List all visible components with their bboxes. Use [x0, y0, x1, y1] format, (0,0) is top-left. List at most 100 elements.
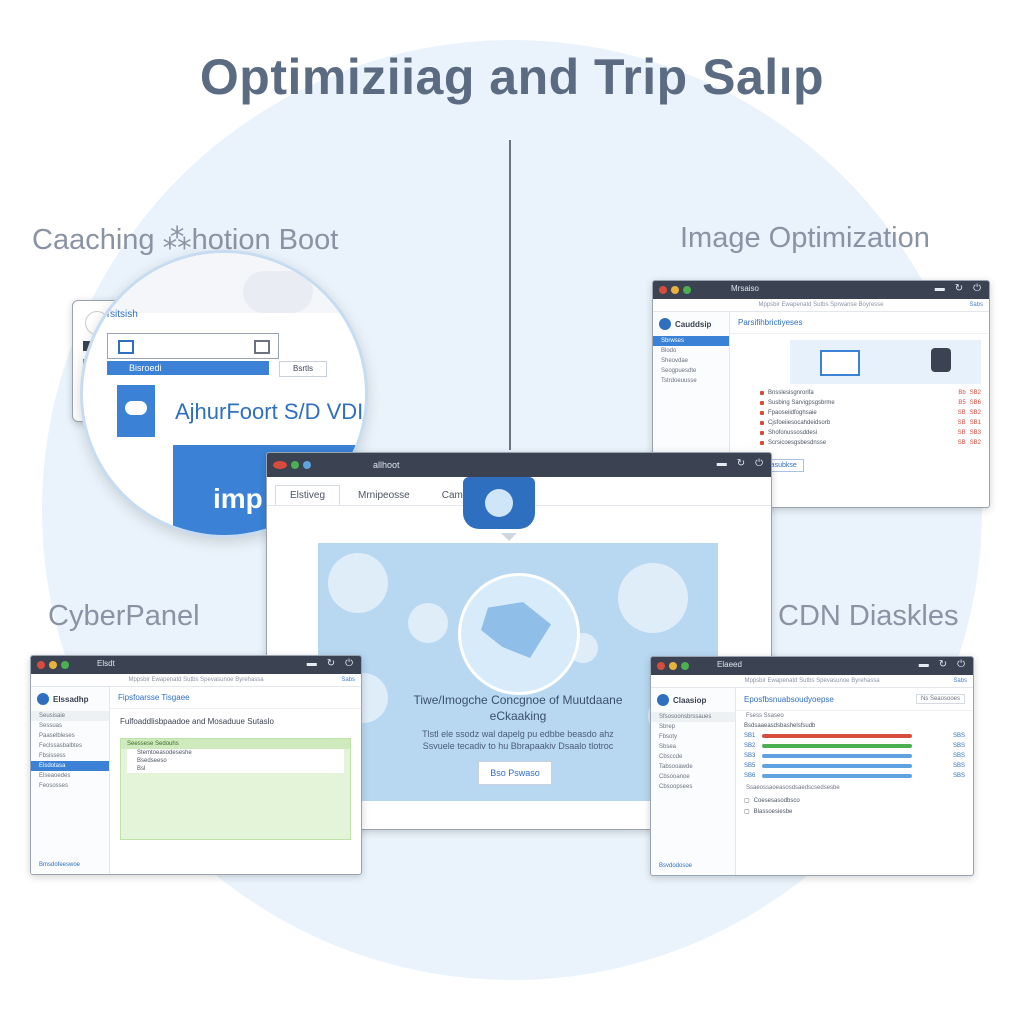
titlebar: Elaeed ▬ ↻ ⏻ [651, 657, 973, 675]
sidebar-item[interactable]: Blodo [661, 348, 677, 354]
sidebar-footer[interactable]: Bmsdofeeswoe [39, 862, 81, 868]
sidebar-item[interactable]: Paaselbleses [39, 733, 75, 739]
cdn-progress-row: SB1 SBS [736, 731, 973, 741]
sidebar-item[interactable]: Fbsoty [659, 734, 678, 740]
logo-icon [657, 694, 669, 706]
maximize-dot[interactable] [681, 662, 689, 670]
label-image-optimization: Image Optimization [680, 222, 930, 254]
cloud-icon [125, 401, 147, 415]
row-label: SB5 [744, 763, 756, 769]
row-value: SBS [952, 763, 965, 769]
main-content: Fipsfoarsse Tisgaee Fulfoaddlisbpaadoe a… [110, 687, 361, 874]
tab-1[interactable]: Elstiveg [275, 485, 341, 505]
sidebar-item[interactable]: Sfsosoonsbrssaues [651, 712, 735, 722]
main-subheading: Fsess Ssaseo [746, 713, 784, 719]
refresh-icon[interactable]: ↻ [954, 283, 964, 294]
close-dot[interactable] [273, 461, 287, 469]
window-title: Elaeed [717, 660, 742, 669]
sidebar-item[interactable]: Fbsissess [39, 753, 66, 759]
tab-3[interactable]: Camp [441, 490, 469, 501]
power-icon[interactable]: ⏻ [957, 659, 965, 670]
cdn-window: Elaeed ▬ ↻ ⏻ Mppsbir Ewapenatd Sutbs Speva… [650, 656, 974, 876]
logo-icon [37, 693, 49, 705]
address-bar[interactable]: Mppsbir Ewapenatd Sutbs Sprwanse Boyress… [653, 299, 989, 312]
minimize-dot[interactable] [49, 661, 57, 669]
brand: Cauddsip [653, 312, 729, 336]
hero-subtext-2: Ssvuele tecadiv to hu Bbrapaakiv Dsaalo … [422, 741, 614, 751]
progress-bar [762, 754, 912, 758]
sidebar-footer[interactable]: Bsvdodosoe [659, 863, 693, 869]
section-heading: Ssaeossaoeasosdsaedscsedsesbe [746, 785, 840, 791]
sidebar-item[interactable]: Tabsooawde [659, 764, 693, 770]
power-icon[interactable]: ⏻ [973, 283, 981, 294]
minimize-dot[interactable] [671, 286, 679, 294]
list-item: ▢Coesesasodbsco [744, 797, 800, 805]
main-subheading: Fulfoaddlisbpaadoe and Mosaduue Sutaslo [120, 717, 274, 726]
sidebar-item-active[interactable]: Elsdotasa [31, 761, 109, 771]
page-title: Optimiziiag and Trip Salıp [199, 49, 825, 105]
close-dot[interactable] [657, 662, 665, 670]
address-bar[interactable]: Mppsbir Ewapenatd Sutbs Spevasunoe Byreh… [31, 674, 361, 687]
sidebar-item[interactable]: Sbrwses [653, 336, 729, 346]
sidebar-item[interactable]: Sbrep [659, 724, 676, 730]
sidebar-item[interactable]: Seusisaie [31, 711, 109, 721]
sidebar-item[interactable]: Cbsoopsees [659, 784, 693, 790]
tab-2[interactable]: Mrnipeosse [358, 490, 410, 501]
address-bar[interactable]: Mppsbir Ewapenatd Sutbs Spevasunoe Byreh… [651, 675, 973, 688]
power-icon[interactable]: ⏻ [345, 658, 353, 669]
sidebar: Elssadhp Seusisaie Sessuas Paaselbleses … [31, 687, 110, 874]
sidebar-item[interactable]: Feososses [39, 783, 69, 789]
row-label: SB1 [744, 733, 756, 739]
refresh-icon[interactable]: ↻ [736, 458, 746, 469]
minimize-icon[interactable]: ▬ [716, 458, 727, 469]
sidebar-item[interactable]: Feclssasbalbtes [39, 743, 83, 749]
hero-button[interactable]: Bso Pswaso [478, 761, 552, 785]
sidebar-item[interactable]: Seogpuesdte [661, 368, 697, 374]
minimize-dot[interactable] [291, 461, 299, 469]
maximize-dot[interactable] [683, 286, 691, 294]
sidebar-item[interactable]: Tstrdoeuusse [661, 378, 697, 384]
row-value: SBS [952, 733, 965, 739]
maximize-dot[interactable] [61, 661, 69, 669]
sidebar-item[interactable]: Cbsccde [659, 754, 683, 760]
label-caching: Caaching ⁂hotion Boot [32, 224, 339, 256]
refresh-icon[interactable]: ↻ [938, 659, 948, 670]
zoom-input-box[interactable] [107, 333, 279, 359]
file-icon: ▢ [744, 798, 750, 804]
config-row: Bsl [127, 765, 344, 773]
window-title: Elsdt [97, 659, 115, 668]
cloud-icon [243, 271, 313, 313]
window-title: Mrsaiso [731, 284, 760, 293]
minimize-icon[interactable]: ▬ [918, 659, 929, 670]
sidebar-item[interactable]: Sbsea [659, 744, 677, 750]
brand: Claasiop [651, 688, 735, 712]
close-dot[interactable] [37, 661, 45, 669]
titlebar: allhoot ▬↻⏻ [267, 453, 771, 477]
refresh-icon[interactable]: ↻ [326, 658, 336, 669]
maximize-dot[interactable] [303, 461, 311, 469]
zoom-badge: Bsrtls [279, 361, 327, 377]
sidebar-item[interactable]: Cbsooanoe [659, 774, 690, 780]
config-row: Bsedseeso [127, 757, 344, 765]
sidebar-item[interactable]: Elseaoedes [39, 773, 71, 779]
sidebar-item[interactable]: Sheovdae [661, 358, 689, 364]
close-dot[interactable] [659, 286, 667, 294]
search-input[interactable]: Ns Seaosooes [915, 694, 965, 704]
minimize-icon[interactable]: ▬ [934, 283, 945, 294]
minimize-dot[interactable] [669, 662, 677, 670]
sidebar-item[interactable]: Sessuas [39, 723, 63, 729]
power-icon[interactable]: ⏻ [755, 458, 763, 469]
zoom-row-highlight[interactable]: Bisroedi [107, 361, 269, 375]
minimize-icon[interactable]: ▬ [306, 658, 317, 669]
center-divider [509, 140, 511, 450]
row-label: SB6 [744, 773, 756, 779]
